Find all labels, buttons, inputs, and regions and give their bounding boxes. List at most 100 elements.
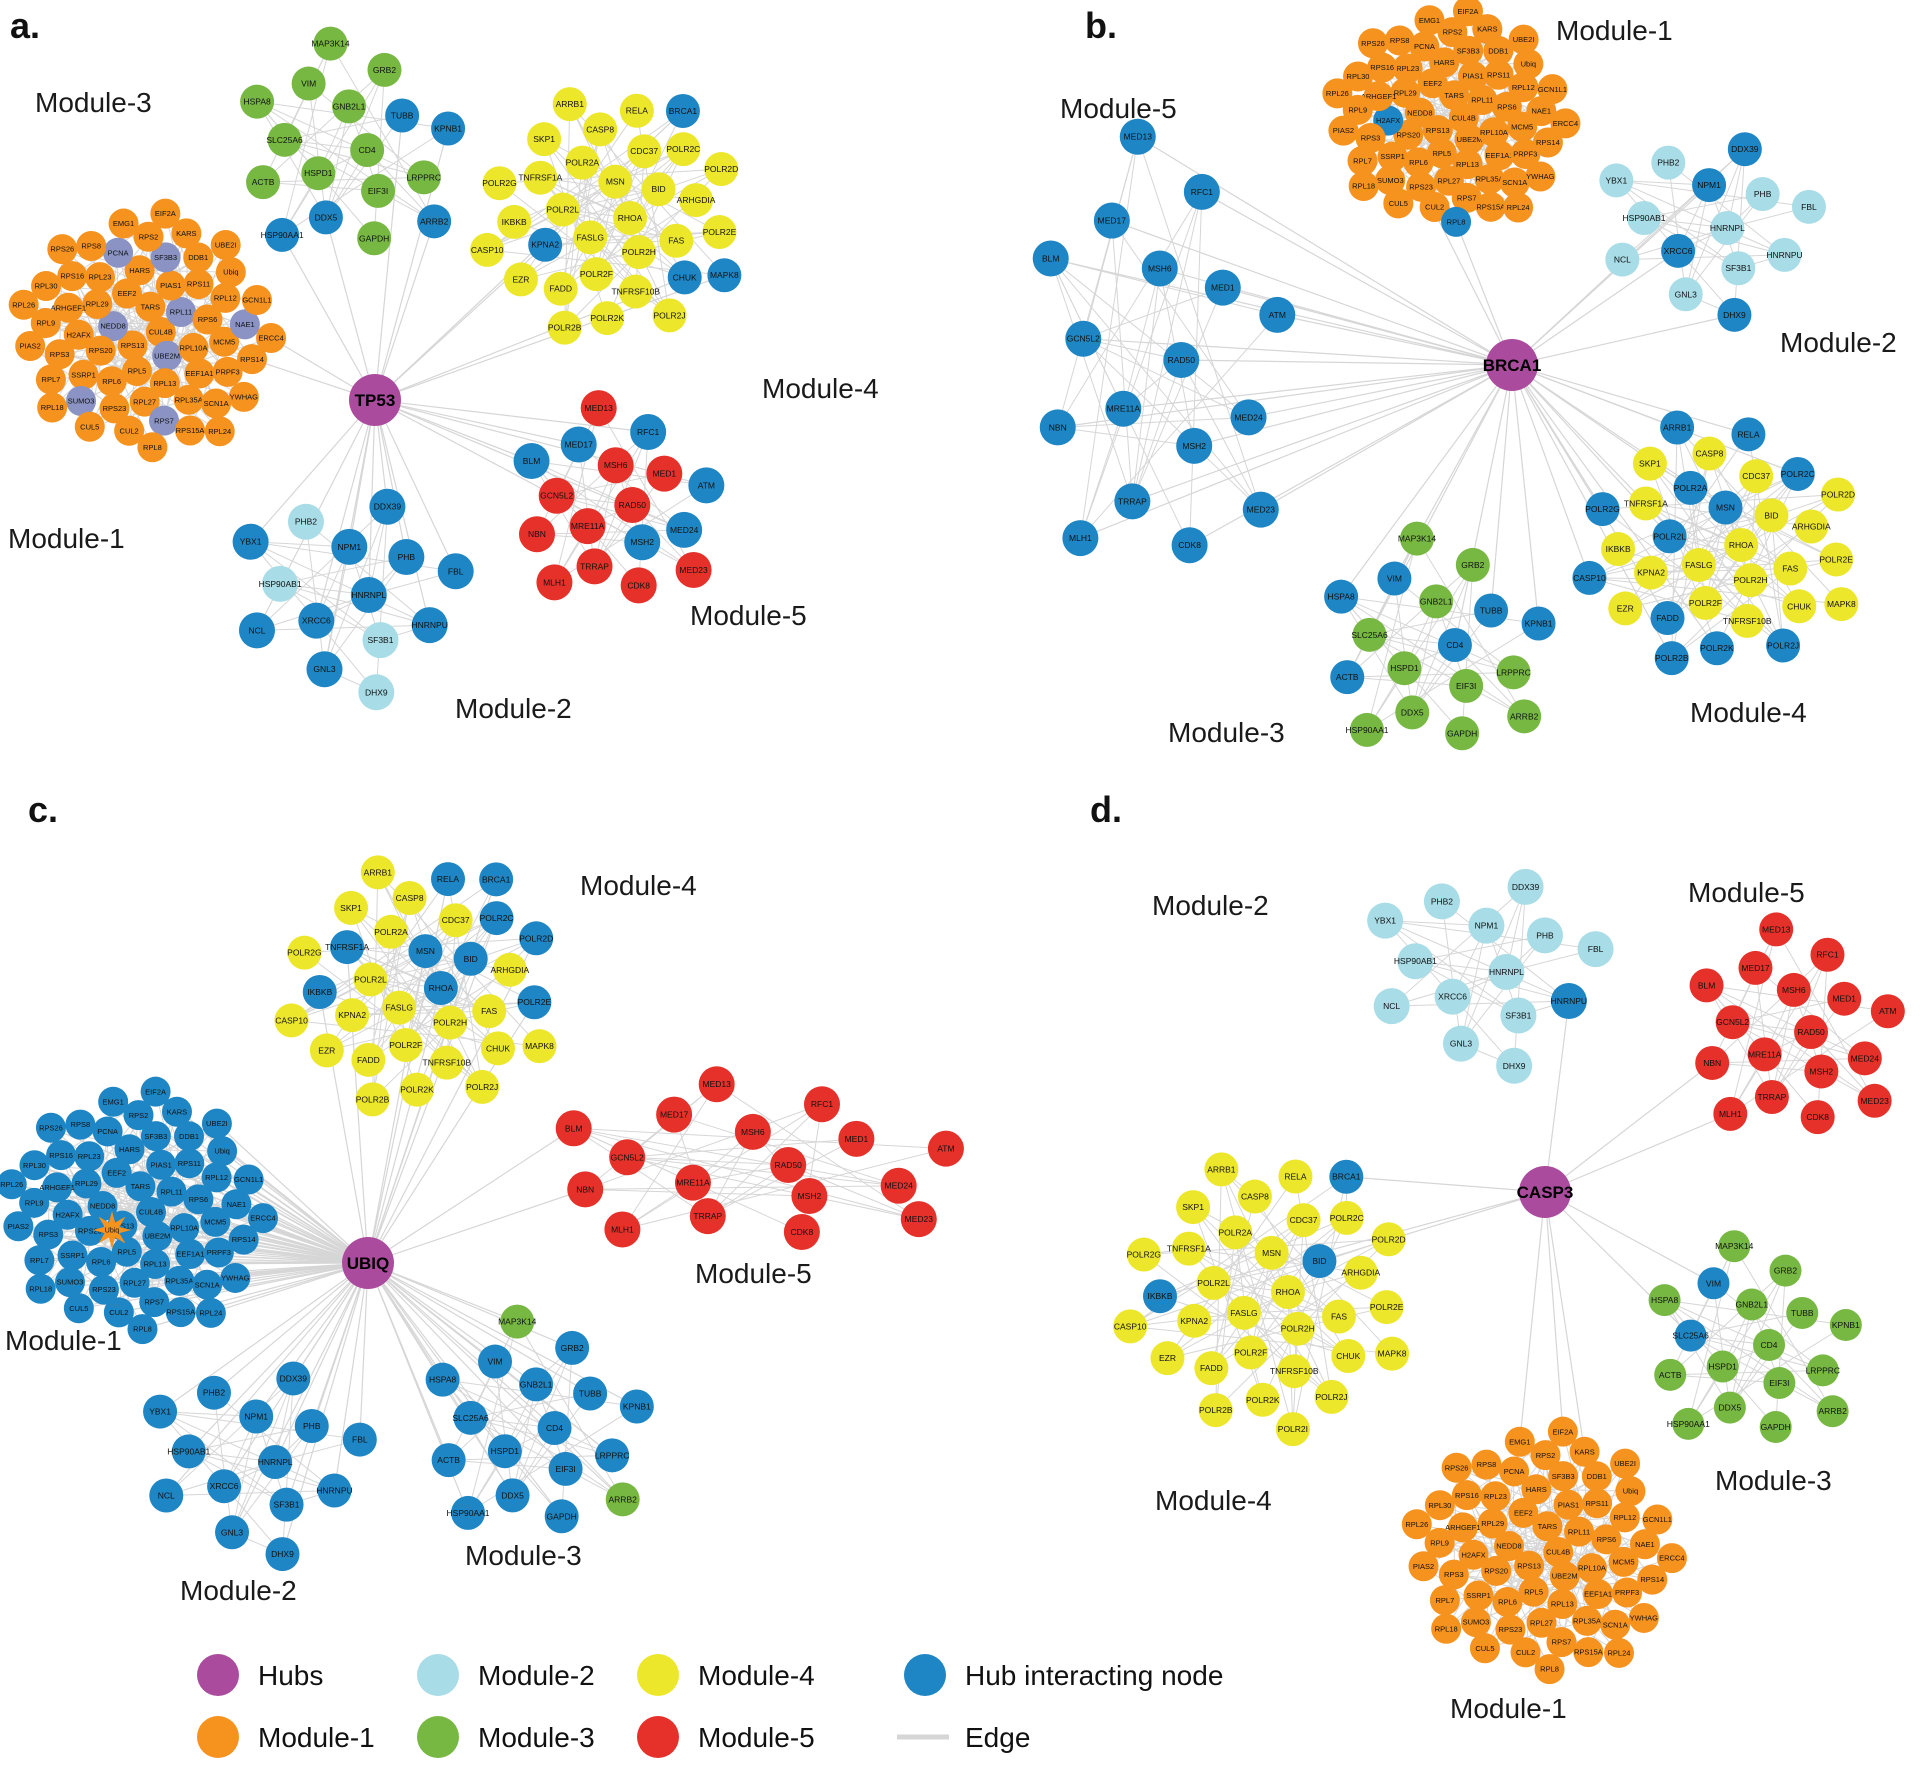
gene-node-ARHGEF1	[42, 1172, 73, 1203]
edge	[281, 69, 385, 236]
gene-node-MSH2	[791, 1178, 828, 1215]
gene-node-FADD	[543, 271, 578, 306]
gene-node-CUL4B	[136, 1197, 166, 1227]
gene-node-RPS15A	[175, 415, 206, 446]
hub-edge	[1111, 219, 1513, 366]
gene-node-MAPK8	[1375, 1336, 1410, 1371]
gene-node-MSH6	[734, 1113, 771, 1150]
gene-node-RPL9	[1424, 1527, 1455, 1558]
node-layer-c: RHOAFASLGMSNPOLR2HPOLR2LBIDPOLR2FPOLR2AF…	[0, 855, 964, 1606]
edge	[165, 1378, 294, 1496]
gene-node-SCN1A	[1600, 1609, 1631, 1640]
gene-node-MLH1	[536, 564, 573, 601]
gene-node-ATM	[1259, 296, 1296, 333]
gene-node-XRCC6	[298, 602, 335, 639]
edge	[809, 1195, 919, 1220]
gene-node-RPS11	[174, 1148, 205, 1179]
edge	[531, 460, 685, 531]
module-label-c-Module-5: Module-5	[695, 1258, 812, 1289]
gene-node-BID	[1754, 498, 1789, 533]
gene-node-NPM1	[331, 528, 368, 565]
hub-label-UBIQ: UBIQ	[347, 1254, 390, 1273]
gene-node-GCN5L2	[1715, 1005, 1750, 1040]
edge	[1340, 596, 1413, 713]
legend-label: Module-2	[478, 1660, 595, 1691]
gene-node-SF3B1	[1500, 997, 1537, 1034]
gene-node-RPS11	[1483, 59, 1514, 90]
edge	[213, 1392, 233, 1533]
edge	[573, 1127, 709, 1217]
gene-node-PCNA	[1409, 31, 1440, 62]
edge	[448, 1347, 573, 1461]
gene-node-NEDD8	[98, 311, 129, 342]
gene-node-RPL9	[30, 307, 61, 338]
module-label-c-Module-2: Module-2	[180, 1575, 297, 1606]
gene-node-RHOA	[423, 971, 458, 1005]
gene-node-RPS13	[117, 330, 148, 361]
gene-node-RPS3	[44, 339, 75, 370]
gene-node-UBE2M	[142, 1221, 173, 1252]
gene-node-GNL3	[215, 1515, 250, 1550]
gene-node-PIAS1	[1458, 61, 1489, 92]
gene-node-RFC1	[630, 414, 667, 451]
gene-node-EEF1A1	[1583, 1579, 1614, 1610]
gene-node-ATM	[927, 1130, 964, 1167]
hub-edge	[368, 399, 376, 596]
gene-node-XRCC6	[1661, 233, 1696, 268]
gene-node-RPS13	[1514, 1550, 1545, 1581]
gene-node-Ubiq	[1615, 1476, 1646, 1507]
gene-node-GNL3	[1668, 277, 1703, 312]
gene-node-RPL10A	[178, 332, 209, 363]
gene-node-POLR2C	[666, 132, 701, 167]
gene-node-RELA	[1731, 417, 1766, 452]
gene-node-DDB1	[174, 1121, 205, 1152]
hub-edge	[250, 399, 376, 543]
gene-node-RPL23	[84, 262, 115, 293]
gene-node-H2AFX	[63, 319, 94, 350]
gene-node-RPL9	[19, 1187, 50, 1218]
gene-node-RPS8	[1384, 25, 1415, 56]
hub-edge	[1248, 364, 1513, 418]
gene-node-RPL26	[8, 289, 39, 320]
gene-node-FAS	[659, 223, 694, 258]
edge	[1384, 920, 1519, 1016]
gene-node-SLC25A6	[453, 1400, 488, 1435]
gene-node-ARHGDIA	[679, 183, 714, 218]
edge	[256, 101, 435, 222]
gene-node-POLR2K	[400, 1072, 435, 1107]
hub-edge	[1544, 1062, 1713, 1193]
edge	[1650, 475, 1757, 573]
gene-node-RPS15A	[165, 1297, 196, 1328]
gene-node-NBN	[518, 516, 555, 553]
module-label-a-Module-5: Module-5	[690, 600, 807, 631]
edge	[569, 103, 631, 219]
edge	[1589, 494, 1839, 579]
gene-node-MAPK8	[522, 1029, 557, 1064]
gene-node-PHB	[388, 538, 425, 575]
gene-node-NEDD8	[1494, 1531, 1525, 1562]
edge	[1347, 671, 1514, 678]
panel-letter-a: a.	[10, 5, 40, 46]
gene-node-HNRNPU	[411, 607, 448, 644]
gene-node-FADD	[1650, 600, 1685, 635]
gene-node-BRCA1	[479, 862, 514, 897]
hub-node-BRCA1	[1486, 339, 1538, 391]
gene-node-RPS23	[88, 1274, 119, 1305]
legend-label: Hub interacting node	[965, 1660, 1223, 1691]
gene-node-GRB2	[367, 52, 402, 87]
gene-node-SF3B3	[150, 242, 181, 273]
gene-node-POLR2A	[1673, 470, 1708, 505]
gene-node-HSPD1	[1706, 1350, 1739, 1383]
gene-node-RPL27	[129, 386, 160, 417]
gene-node-RPL23	[1392, 53, 1423, 84]
gene-node-RPL10A	[1478, 117, 1509, 148]
gene-node-ARRB1	[552, 87, 587, 122]
gene-node-TNFRSF1A	[1171, 1231, 1206, 1266]
gene-node-TUBB	[573, 1376, 608, 1411]
gene-node-GAPDH	[1445, 716, 1480, 751]
gene-node-FASLG	[1226, 1295, 1261, 1330]
gene-node-RELA	[431, 862, 466, 897]
gene-node-ARHGDIA	[1794, 509, 1829, 544]
legend-swatch-interact	[904, 1654, 946, 1696]
edge	[1111, 220, 1133, 502]
